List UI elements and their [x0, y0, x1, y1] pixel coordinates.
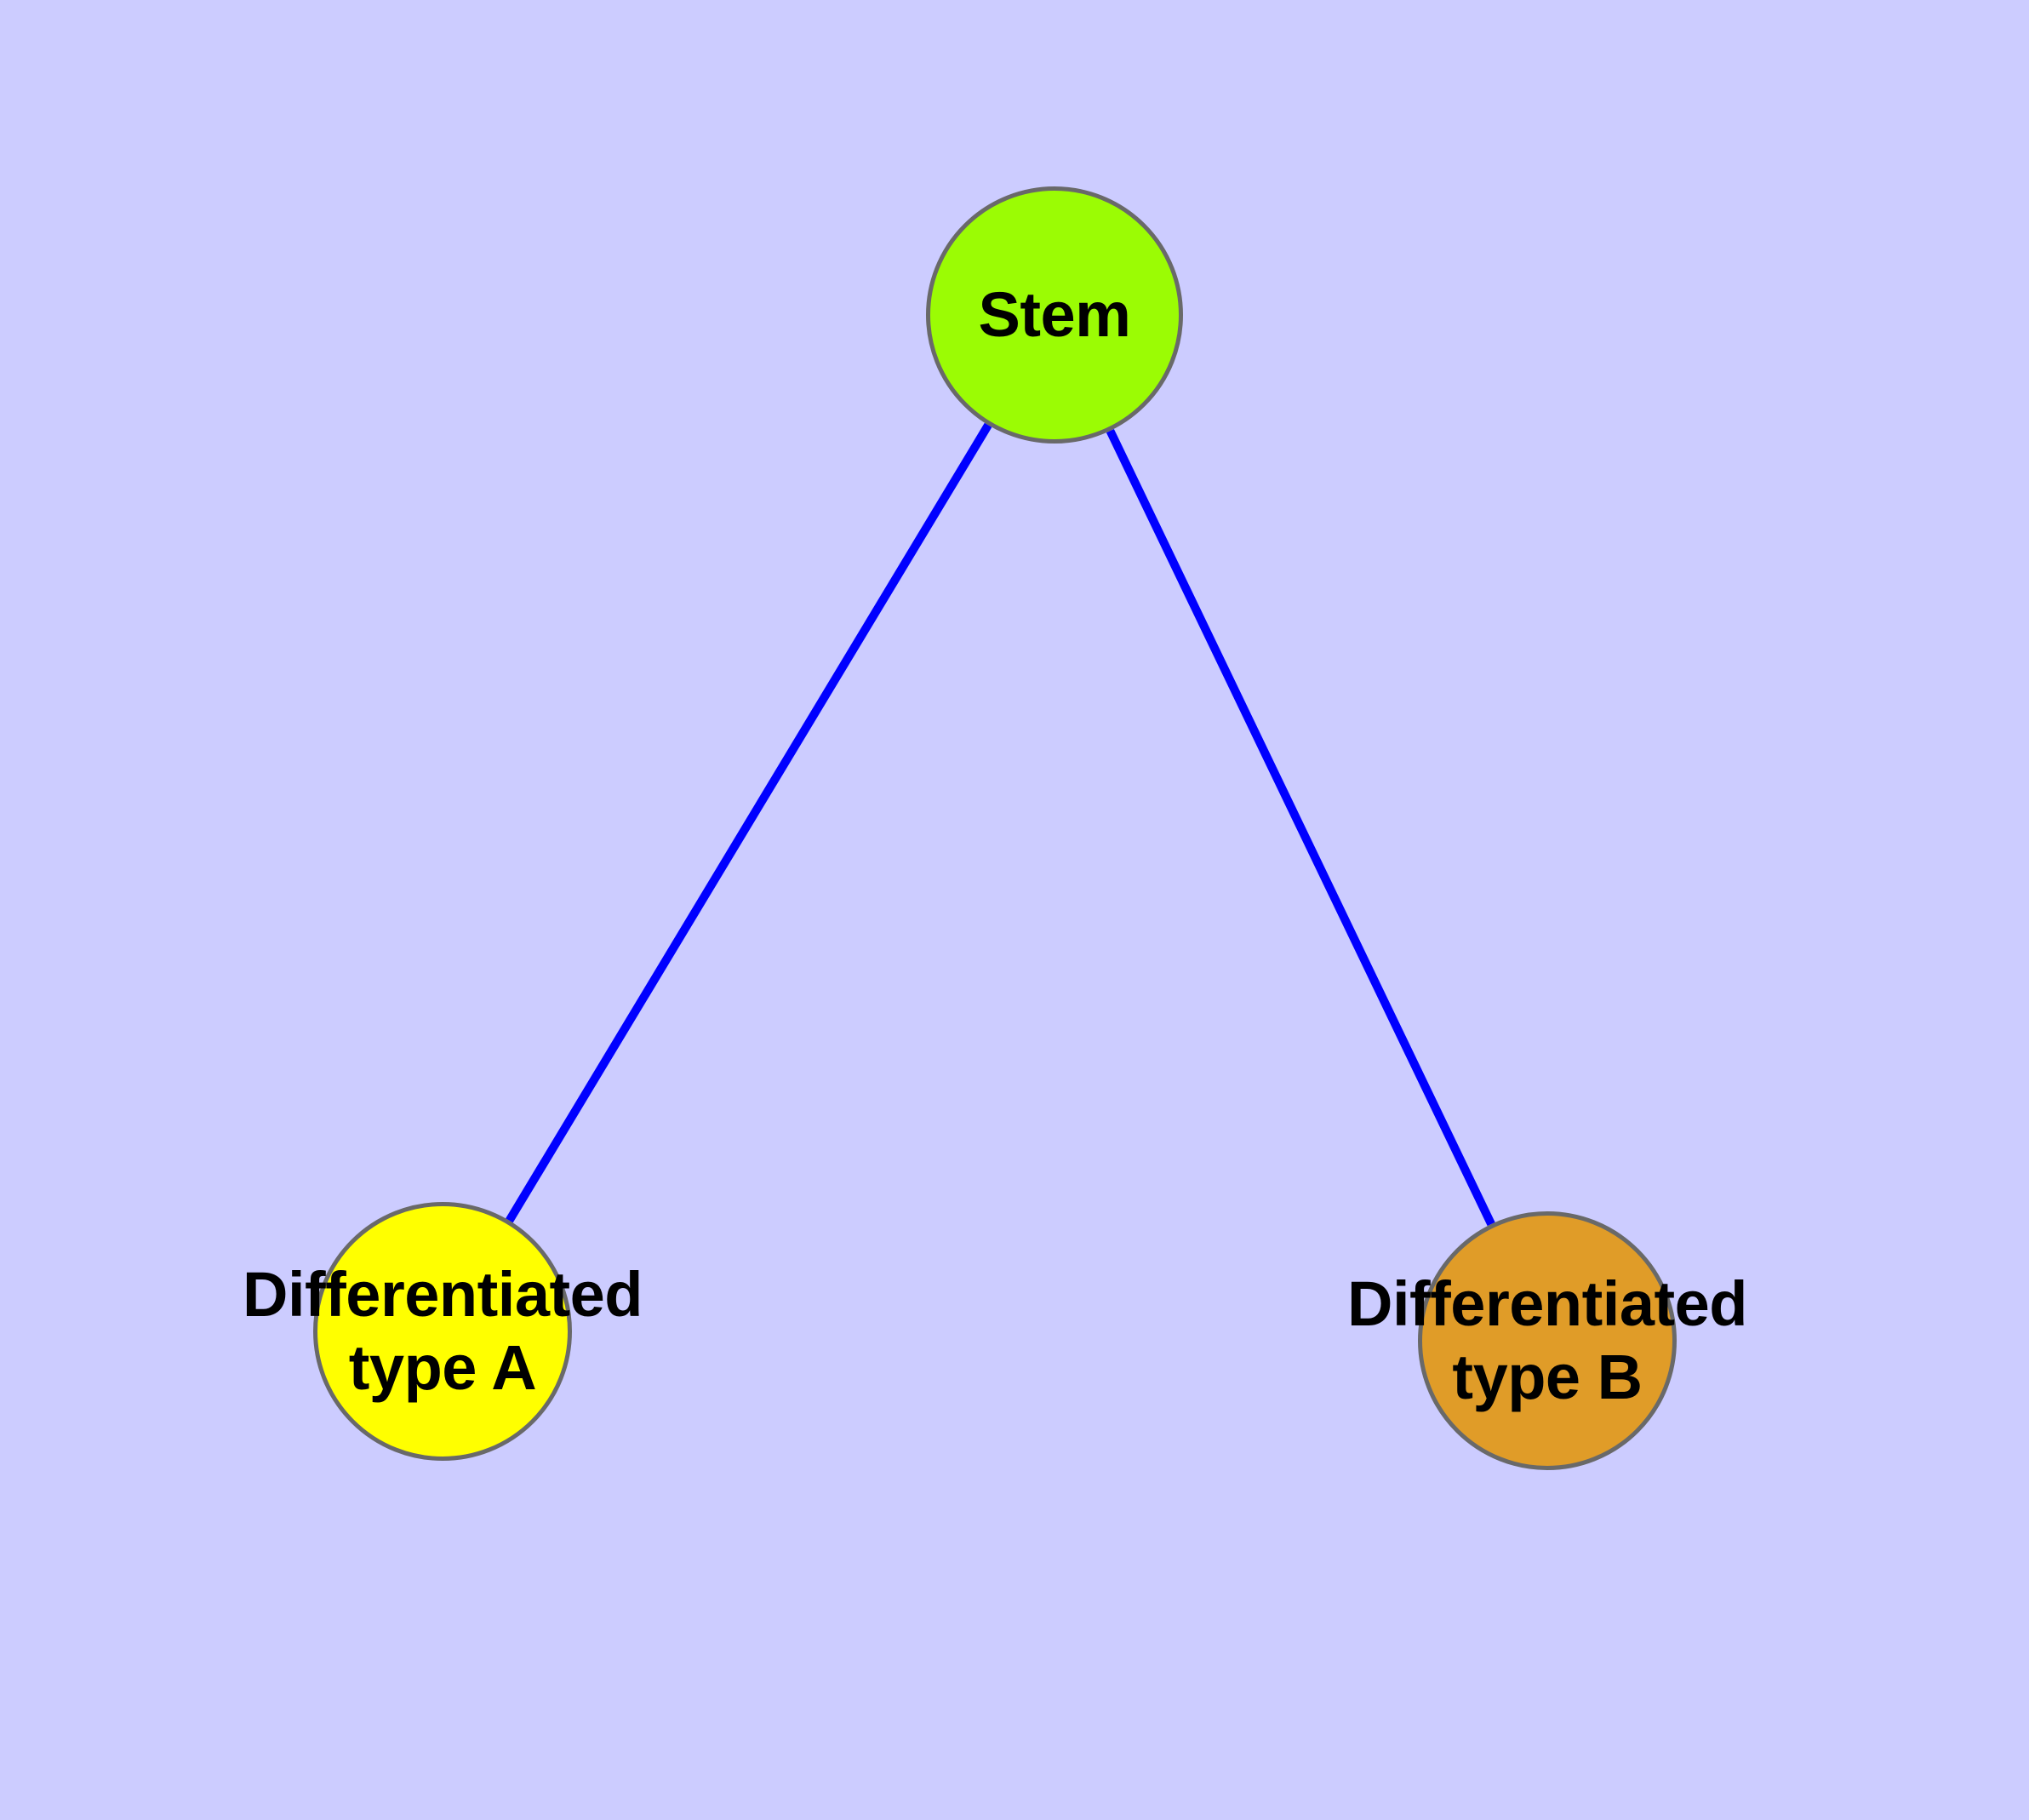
label-line-2: type B [1452, 1341, 1643, 1412]
node-differentiated-type-a[interactable] [313, 1202, 572, 1461]
node-stem-label: Stem [978, 279, 1131, 350]
edge-stem-to-type-a [506, 422, 992, 1223]
label-line-1: Differentiated [1347, 1268, 1747, 1339]
label-line-2: type A [348, 1331, 537, 1403]
label-line-1: Differentiated [243, 1259, 643, 1330]
edge-stem-to-type-b [1106, 428, 1495, 1227]
node-stem[interactable] [926, 186, 1183, 444]
node-differentiated-type-b[interactable] [1418, 1211, 1677, 1470]
